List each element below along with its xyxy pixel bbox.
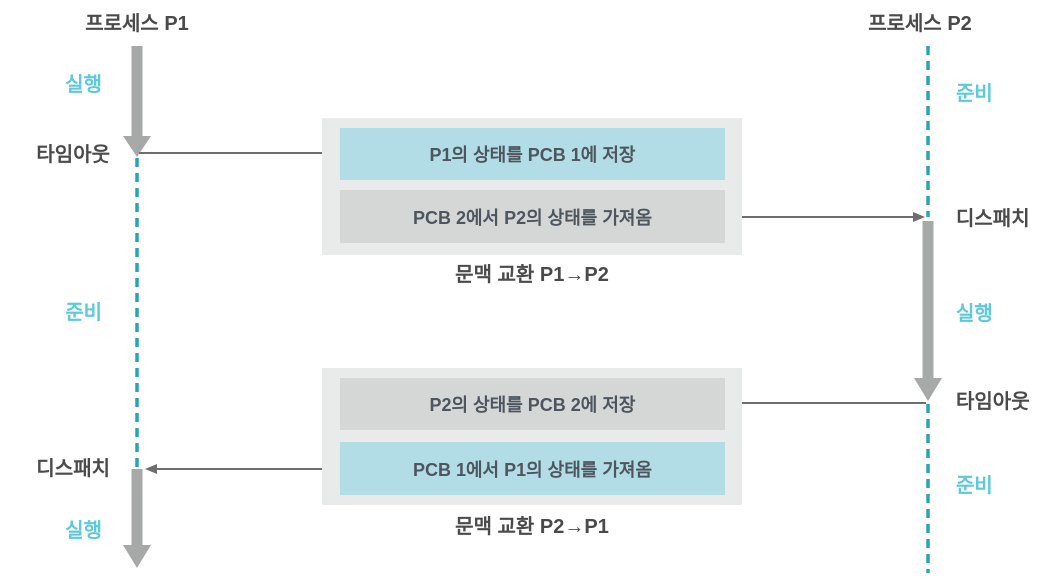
p2-state-running: 실행 (956, 303, 993, 325)
p1-state-running-top: 실행 (65, 74, 102, 96)
p1-event-timeout: 타임아웃 (36, 144, 110, 166)
p2-state-ready-bottom: 준비 (956, 475, 993, 497)
p1-state-running-bottom: 실행 (65, 520, 102, 542)
p2-event-timeout: 타임아웃 (956, 391, 1030, 413)
p2-state-ready-top: 준비 (956, 83, 993, 105)
p1-event-dispatch: 디스패치 (36, 458, 110, 480)
p1-running-bottom-arrowhead-icon (123, 545, 151, 568)
arrow-p1-dispatch-arrowhead-icon (145, 464, 157, 474)
p2-running-arrowhead-icon (914, 378, 942, 401)
p2-title: 프로세스 P2 (868, 13, 972, 35)
p2-event-dispatch: 디스패치 (956, 208, 1030, 230)
arrow-p2-dispatch-arrowhead-icon (913, 212, 925, 222)
p1-running-top-arrowhead-icon (123, 136, 151, 157)
switch2-save-p2-row: P2의 상태를 PCB 2에 저장 (340, 378, 725, 430)
switch2-caption: 문맥 교환 P2→P1 (455, 516, 609, 538)
switch1-caption: 문맥 교환 P1→P2 (455, 264, 609, 286)
switch1-save-p1-row: P1의 상태를 PCB 1에 저장 (340, 128, 725, 180)
switch1-load-p2-row: PCB 2에서 P2의 상태를 가져옴 (340, 190, 725, 243)
p1-title: 프로세스 P1 (85, 13, 189, 35)
switch2-load-p1-row: PCB 1에서 P1의 상태를 가져옴 (340, 442, 725, 495)
p1-state-ready: 준비 (65, 302, 102, 324)
